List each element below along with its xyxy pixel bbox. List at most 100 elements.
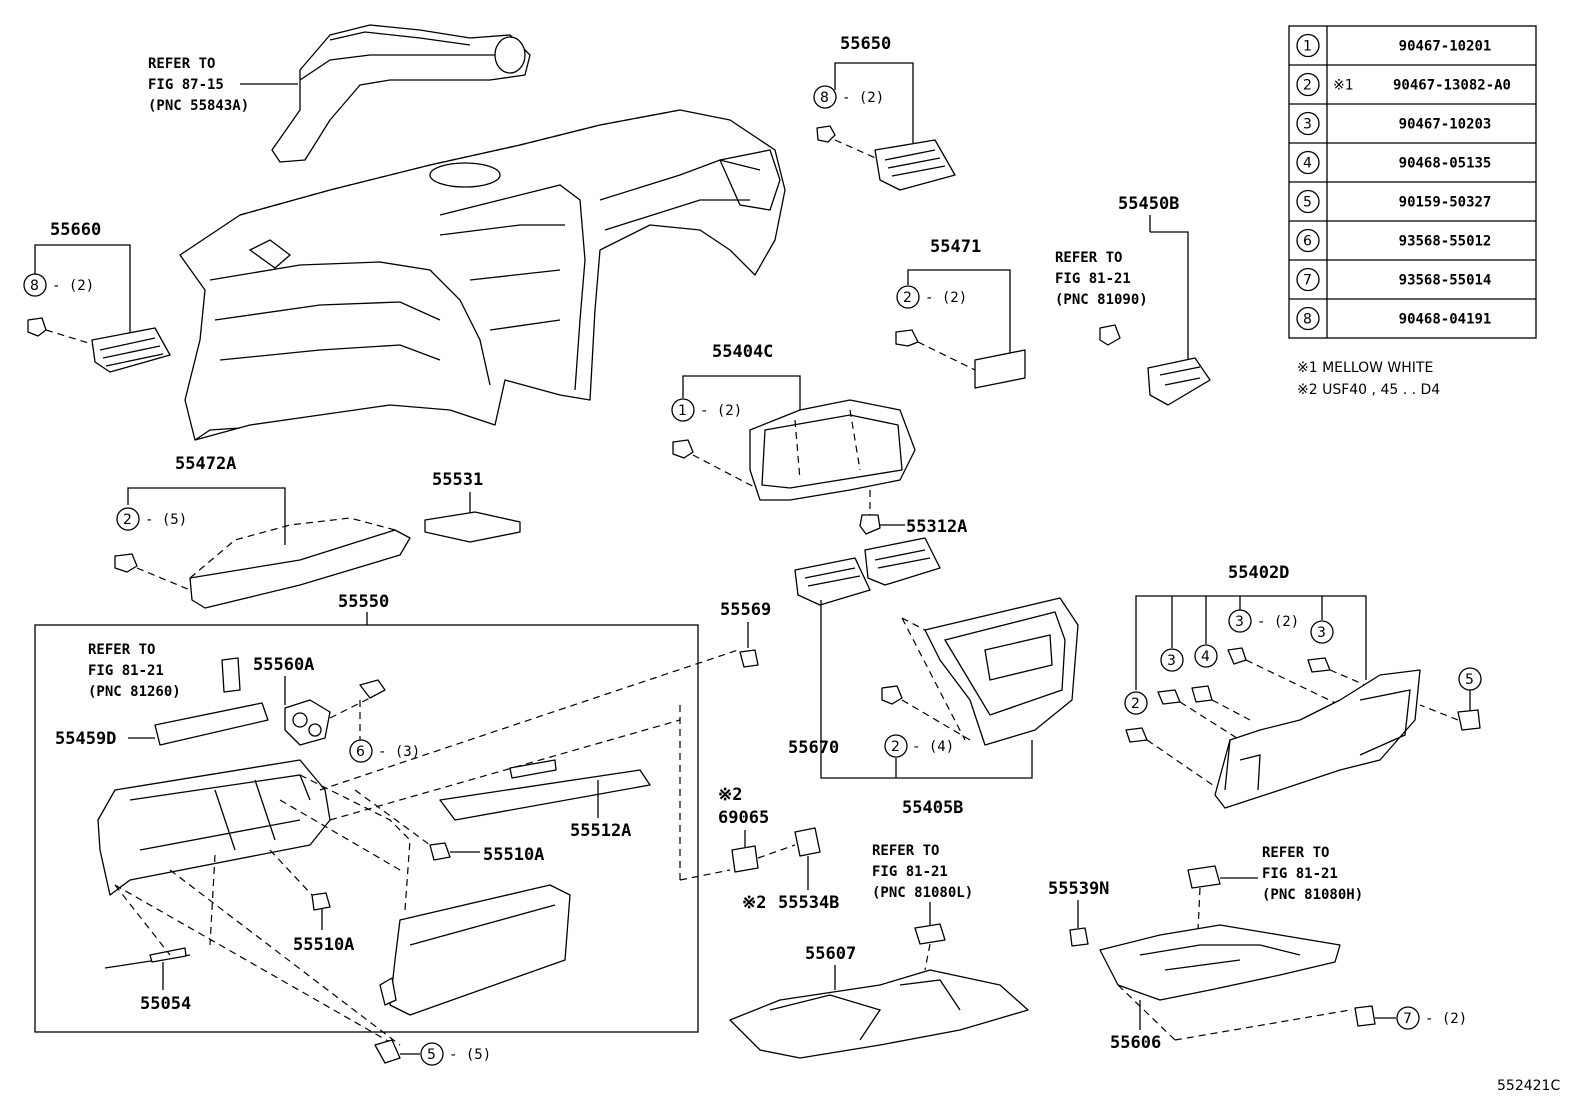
strip-55459D [154, 702, 269, 746]
callout-number: 6 [356, 744, 365, 760]
label-55550: 55550 [338, 592, 389, 612]
glove-box-assembly-frame [34, 624, 699, 1033]
callout-number: 1 [678, 403, 687, 419]
quantity: - (5) [449, 1047, 491, 1063]
callout-number: 8 [820, 90, 829, 106]
screw [1457, 709, 1481, 731]
quantity: - (2) [842, 90, 884, 106]
rod-55054 [104, 947, 191, 969]
callout-number: 8 [30, 278, 39, 294]
defroster-duct [271, 24, 531, 163]
callout-number: 3 [1317, 625, 1326, 641]
table-ref-circle [1296, 267, 1320, 292]
label-55569: 55569 [720, 600, 771, 620]
glove-box-door [379, 884, 571, 1016]
label-55534B: 55534B [778, 893, 839, 913]
meter-hood-55404C [749, 399, 916, 501]
trim-cover-55471 [974, 349, 1026, 389]
connector [1099, 324, 1121, 346]
clip [1227, 647, 1247, 665]
callout-number: 5 [427, 1047, 436, 1063]
ref-text-line: REFER TO [872, 843, 939, 859]
table-ref-number: 2 [1303, 78, 1312, 94]
label-69065: 69065 [718, 808, 769, 828]
table-ref-circle [1296, 111, 1320, 136]
label-55512A: 55512A [570, 821, 631, 841]
table-ref-number: 6 [1303, 234, 1312, 250]
quantity: - (2) [700, 403, 742, 419]
label-55312A: 55312A [906, 517, 967, 537]
under-cover-55607 [729, 969, 1029, 1059]
air-vent-55660 [91, 327, 171, 373]
lower-panel-55402D [1214, 669, 1421, 809]
quantity: - (2) [1425, 1011, 1467, 1027]
callout-number: 2 [903, 290, 912, 306]
mark-69065: ※2 [718, 785, 742, 805]
table-part-number: 93568-55014 [1399, 273, 1492, 289]
note-line: ※2 USF40 , 45 . . D4 [1297, 382, 1440, 398]
label-55510A: 55510A [483, 845, 544, 865]
label-55510A: 55510A [293, 935, 354, 955]
label-55450B: 55450B [1118, 194, 1179, 214]
quantity: - (5) [145, 512, 187, 528]
trim-strip-55472A [189, 517, 411, 609]
table-ref-number: 7 [1303, 273, 1312, 289]
damper [311, 892, 331, 911]
callout-number: 2 [123, 512, 132, 528]
clip [1191, 685, 1213, 703]
ref-text-line: FIG 81-21 [1055, 271, 1131, 287]
glove-box-housing [97, 759, 411, 911]
callout-number: 4 [1201, 649, 1210, 665]
ref-text-line: (PNC 81080H) [1262, 887, 1363, 903]
ref-text-line: REFER TO [1055, 250, 1122, 266]
label-55650: 55650 [840, 34, 891, 54]
clip [1157, 689, 1181, 705]
label-55660: 55660 [50, 220, 101, 240]
table-ref-number: 3 [1303, 117, 1312, 133]
note-line: ※1 MELLOW WHITE [1297, 360, 1433, 376]
clip [895, 329, 919, 347]
ref-text-line: REFER TO [88, 642, 155, 658]
clock-55450B [1147, 357, 1211, 406]
screw [359, 679, 386, 699]
center-bezel-55405B [901, 597, 1079, 746]
clip [672, 439, 694, 459]
lock-55560A [284, 699, 331, 746]
label-55054: 55054 [140, 994, 191, 1014]
connector-81080L [914, 923, 946, 945]
callout-number: 3 [1167, 653, 1176, 669]
clip [881, 685, 903, 705]
air-vent-55650 [874, 139, 956, 191]
clip [816, 125, 836, 143]
fastener-table [1288, 25, 1537, 339]
table-ref-number: 4 [1303, 156, 1312, 172]
ref-text-line: FIG 81-21 [1262, 866, 1338, 882]
table-mark: ※1 [1333, 78, 1354, 94]
screw [374, 1039, 401, 1064]
table-part-number: 90468-05135 [1399, 156, 1492, 172]
callout-number: 2 [1131, 696, 1140, 712]
callout-number: 2 [891, 739, 900, 755]
instrument-panel [179, 109, 786, 441]
table-part-number: 90467-13082-A0 [1393, 78, 1511, 94]
panel-55512A [439, 759, 651, 821]
clip [1125, 727, 1148, 743]
stopper-55569 [739, 649, 759, 668]
ref-text-line: FIG 87-15 [148, 77, 224, 93]
clip [1307, 657, 1331, 673]
callout-number: 3 [1235, 614, 1244, 630]
callout-number: 5 [1465, 672, 1474, 688]
part-55539N [1069, 927, 1089, 947]
table-part-number: 90467-10201 [1399, 39, 1492, 55]
label-55560A: 55560A [253, 655, 314, 675]
table-ref-circle [1296, 306, 1320, 331]
quantity: - (4) [912, 739, 954, 755]
mark-55534B: ※2 [742, 893, 766, 913]
part-69065 [731, 845, 759, 873]
ref-text-line: (PNC 81080L) [872, 885, 973, 901]
part-55534B [794, 827, 821, 857]
ref-text-line: (PNC 55843A) [148, 98, 249, 114]
center-vents-55670 [794, 537, 941, 606]
table-ref-circle [1296, 228, 1320, 253]
quantity: - (2) [925, 290, 967, 306]
